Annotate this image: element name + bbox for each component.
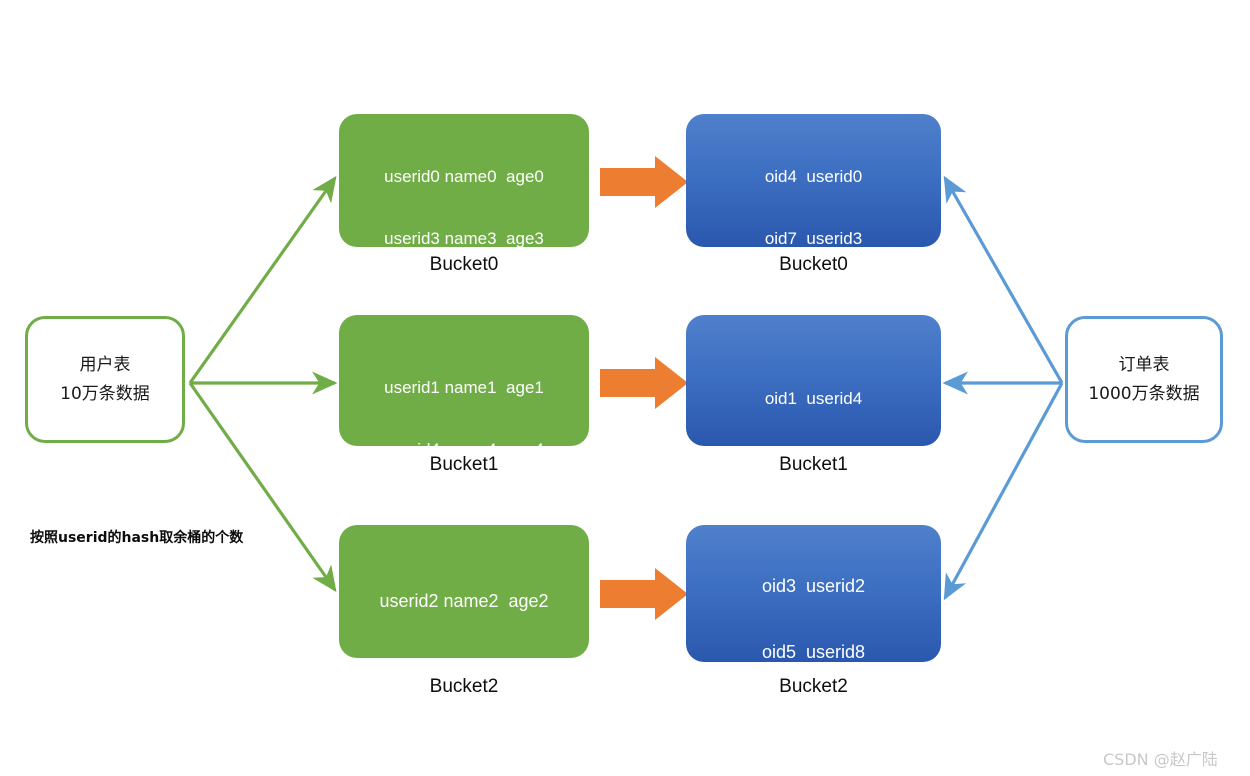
order-bucket-2-caption: Bucket2 (779, 676, 848, 697)
order-bucket-1-rows: oid1 userid4 oid2 userid7 …… (686, 348, 941, 446)
bucket-row: userid0 name0 age0 (384, 167, 544, 186)
order-bucket-0-caption: Bucket0 (779, 254, 848, 275)
bucket-mapping-arrows (600, 156, 688, 620)
order-table-line1: 订单表 (1118, 355, 1170, 376)
bucket-row: userid3 name3 age3 (384, 229, 544, 247)
bucket-row: userid4 name4 age4 (339, 439, 589, 446)
hash-rule-annotation: 按照userid的hash取余桶的个数 (30, 530, 244, 546)
orange-arrow-row2 (600, 568, 688, 620)
order-table-fanout-arrows (942, 175, 1064, 601)
user-bucket-1-caption: Bucket1 (429, 454, 499, 475)
user-bucket-2-rows: userid2 name2 age2 userid5 name5 age5 us… (339, 548, 589, 658)
order-table-line2: 1000万条数据 (1088, 383, 1200, 404)
user-bucket-0[interactable]: userid0 name0 age0 userid3 name3 age3 us… (339, 114, 589, 247)
order-bucket-0-rows: oid4 userid0 oid7 userid3 oid10 useri0 o… (686, 126, 941, 247)
bucket-row: oid7 userid3 (764, 229, 863, 247)
csdn-watermark: CSDN @赵广陆 (1103, 750, 1218, 769)
blue-arrow-to-bucket2 (943, 382, 1064, 601)
bucket-row: userid1 name1 age1 (384, 378, 544, 397)
green-arrow-to-bucket2 (188, 382, 337, 593)
user-bucket-0-caption: Bucket0 (429, 254, 499, 275)
order-bucket-2[interactable]: oid3 userid2 oid5 userid8 oid6 userid5 o… (686, 525, 941, 662)
bucket-row: userid2 name2 age2 (379, 591, 549, 611)
bucket-row: oid4 userid0 (764, 167, 863, 186)
blue-arrow-to-bucket0 (943, 175, 1064, 384)
user-bucket-2-caption: Bucket2 (429, 676, 499, 697)
user-table-node[interactable]: 用户表 10万条数据 (25, 316, 185, 443)
bucket-row: userid5 name5 age5 (339, 656, 589, 658)
order-bucket-1[interactable]: oid1 userid4 oid2 userid7 …… (686, 315, 941, 446)
bucket-row: oid3 userid2 (761, 576, 866, 596)
bucket-row: oid1 userid4 (764, 389, 863, 408)
orange-arrow-row0 (600, 156, 688, 208)
user-bucket-2[interactable]: userid2 name2 age2 userid5 name5 age5 us… (339, 525, 589, 658)
orange-arrow-row1 (600, 357, 688, 409)
order-bucket-0[interactable]: oid4 userid0 oid7 userid3 oid10 useri0 o… (686, 114, 941, 247)
order-bucket-2-rows: oid3 userid2 oid5 userid8 oid6 userid5 o… (686, 533, 941, 662)
order-bucket-1-caption: Bucket1 (779, 454, 848, 475)
user-bucket-0-rows: userid0 name0 age0 userid3 name3 age3 us… (339, 126, 589, 247)
user-bucket-1[interactable]: userid1 name1 age1 userid4 name4 age4 us… (339, 315, 589, 446)
user-table-line2: 10万条数据 (60, 383, 150, 404)
order-table-node[interactable]: 订单表 1000万条数据 (1065, 316, 1223, 443)
user-table-line1: 用户表 (79, 355, 131, 376)
bucket-row: oid5 userid8 (761, 641, 866, 662)
user-bucket-1-rows: userid1 name1 age1 userid4 name4 age4 us… (339, 337, 589, 446)
green-arrow-to-bucket0 (188, 175, 337, 384)
